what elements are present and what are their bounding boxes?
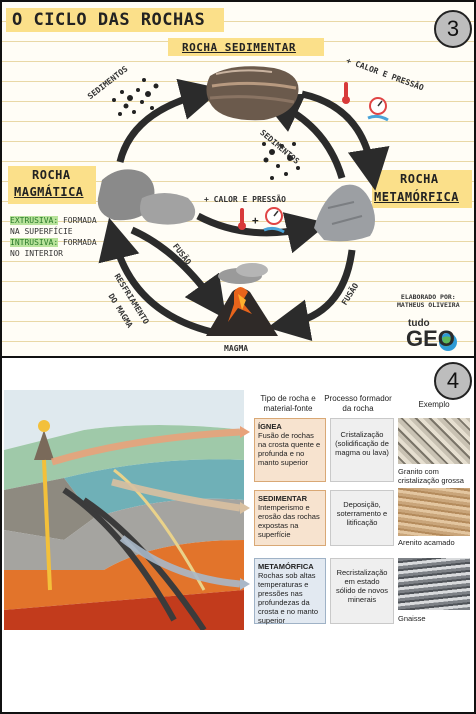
label-metamorfica: METAMÓRFICA [374,190,459,204]
svg-text:+: + [252,214,259,227]
igneous-types-notes: EXTRUSIVA: FORMADA NA SUPERFÍCIE INTRUSI… [10,215,97,259]
author-credit-line-2: MATHEUS OLIVEIRA [397,301,460,309]
figure-number-badge-4: 4 [434,362,472,400]
connector-arrows [50,426,250,590]
rock-types-table-figure: 4 Tipo de rocha e material-fonte Process… [0,356,476,714]
example-caption: Arenito acamado [398,538,455,547]
cycle-diagram: + [97,66,457,351]
arrow-magmatica-to-metamorfica [196,212,329,254]
sedimentary-rock-icon [206,66,299,121]
label-rocha-sedimentar: ROCHA SEDIMENTAR [182,41,296,54]
gneiss-sample-image [398,558,470,610]
author-credit: ELABORADO POR: MATHEUS OLIVEIRA [397,293,460,309]
igneous-rock-icon [97,169,196,225]
label-magma: MAGMA [224,344,249,353]
logo-tudo: tudo [408,318,430,329]
label-calor-pressao-middle: + CALOR E PRESSÃO [204,195,286,204]
label-magmatica: MAGMÁTICA [14,185,84,199]
intrusiva-desc-2: NO INTERIOR [10,249,63,258]
row-source: Fusão de rochas na crosta quente e profu… [258,431,321,467]
magmatica-highlight [8,166,96,204]
label-rocha-1: ROCHA [32,168,71,182]
column-header-exemplo: Exemplo [418,400,450,409]
row-type: ÍGNEA [258,422,282,431]
sediment-particles-middle [262,142,300,180]
metamorphic-rock-icon [314,184,375,242]
arrow-metamorfica-to-sedimentar [258,93,346,180]
label-rocha-2: ROCHA [400,172,439,186]
row-type: METAMÓRFICA [258,562,314,571]
row-process: Deposição, soterramento e litificação [336,500,388,527]
table-row-ignea-type: ÍGNEA Fusão de rochas na crosta quente e… [254,418,326,482]
sediment-particles-left [112,78,159,116]
table-row-metamorfica-type: METAMÓRFICA Rochas sob altas temperatura… [254,558,326,625]
sandstone-sample-image [398,488,470,536]
intrusiva-desc: FORMADA [58,238,97,247]
arrow-magma-to-magmatica [98,217,213,336]
arrow-magmatica-to-sedimentar [116,78,223,163]
example-caption: Granito com cristalização grossa [398,467,464,485]
arrow-sedimentar-to-metamorfica [301,90,390,191]
extrusiva-desc: FORMADA [58,216,97,225]
figure-number-badge: 3 [434,10,472,48]
table-row-metamorfica-process: Recristalização em estado sólido de novo… [330,558,394,624]
heat-pressure-icon-middle: + [238,207,285,234]
extrusiva-label: EXTRUSIVA: [10,216,59,225]
author-credit-line-1: ELABORADO POR: [400,293,456,301]
table-row-ignea-process: Cristalização (solidificação de magma ou… [330,418,394,482]
row-source: Rochas sob altas temperaturas e pressões… [258,571,319,625]
intrusiva-label: INTRUSIVA: [10,238,59,247]
extrusiva-desc-2: NA SUPERFÍCIE [10,227,73,236]
arrow-metamorfica-to-magma [267,249,356,341]
volcano-magma-icon [206,263,278,336]
row-process: Cristalização (solidificação de magma ou… [335,430,389,457]
rock-cycle-infographic: O CICLO DAS ROCHAS 3 ROCHA SEDIMENTAR RO… [0,0,476,358]
arrow-magmatica-to-magma [130,226,227,320]
table-row-sedimentar-process: Deposição, soterramento e litificação [330,490,394,546]
granite-sample-image [398,418,470,464]
row-process: Recristalização em estado sólido de novo… [335,568,389,604]
heat-pressure-icon-top [342,82,389,122]
infographic-title: O CICLO DAS ROCHAS [12,10,206,30]
table-row-sedimentar-type: SEDIMENTAR Intemperismo e erosão das roc… [254,490,326,546]
example-caption: Gnaisse [398,614,426,623]
sedimentar-highlight [168,38,324,56]
logo-geo: GEO [406,326,455,351]
row-type: SEDIMENTAR [258,494,308,503]
title-highlight [6,8,224,32]
column-header-tipo: Tipo de rocha e material-fonte [260,394,316,413]
column-header-processo: Processo formador da rocha [324,394,392,413]
row-source: Intemperismo e erosão das rochas exposta… [258,503,320,539]
